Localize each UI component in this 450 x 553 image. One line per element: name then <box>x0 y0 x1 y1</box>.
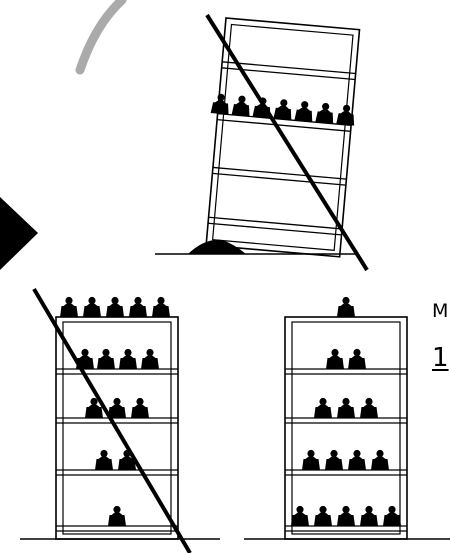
gray-arc <box>80 0 122 70</box>
shelf-weights <box>291 297 401 526</box>
top-heavy-shelf-panel <box>20 289 220 553</box>
bottom-heavy-shelf-panel <box>244 297 450 539</box>
leaning-shelf-panel <box>155 15 367 270</box>
truncated-caption-word: M <box>432 302 448 321</box>
cross-out-line <box>34 289 190 553</box>
truncated-caption-number: 1 <box>432 345 449 371</box>
arrow-right-icon <box>0 197 38 270</box>
